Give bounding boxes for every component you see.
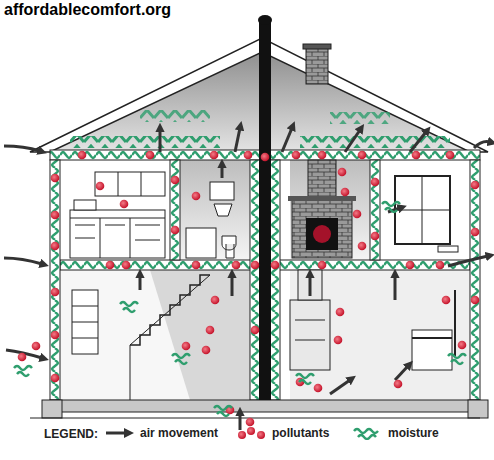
watermark: affordablecomfort.org <box>4 1 171 19</box>
legend-item: air movement <box>104 426 218 440</box>
legend-sample-dots <box>236 426 268 440</box>
legend-sample-squiggle <box>352 426 384 440</box>
legend-heading: LEGEND: <box>44 427 98 441</box>
legend-text: pollutants <box>272 426 329 440</box>
legend-item: pollutants <box>236 426 329 440</box>
legend-text: moisture <box>388 426 439 440</box>
legend-sample-arrow <box>104 426 136 440</box>
legend-text: air movement <box>140 426 218 440</box>
legend-item: moisture <box>352 426 439 440</box>
